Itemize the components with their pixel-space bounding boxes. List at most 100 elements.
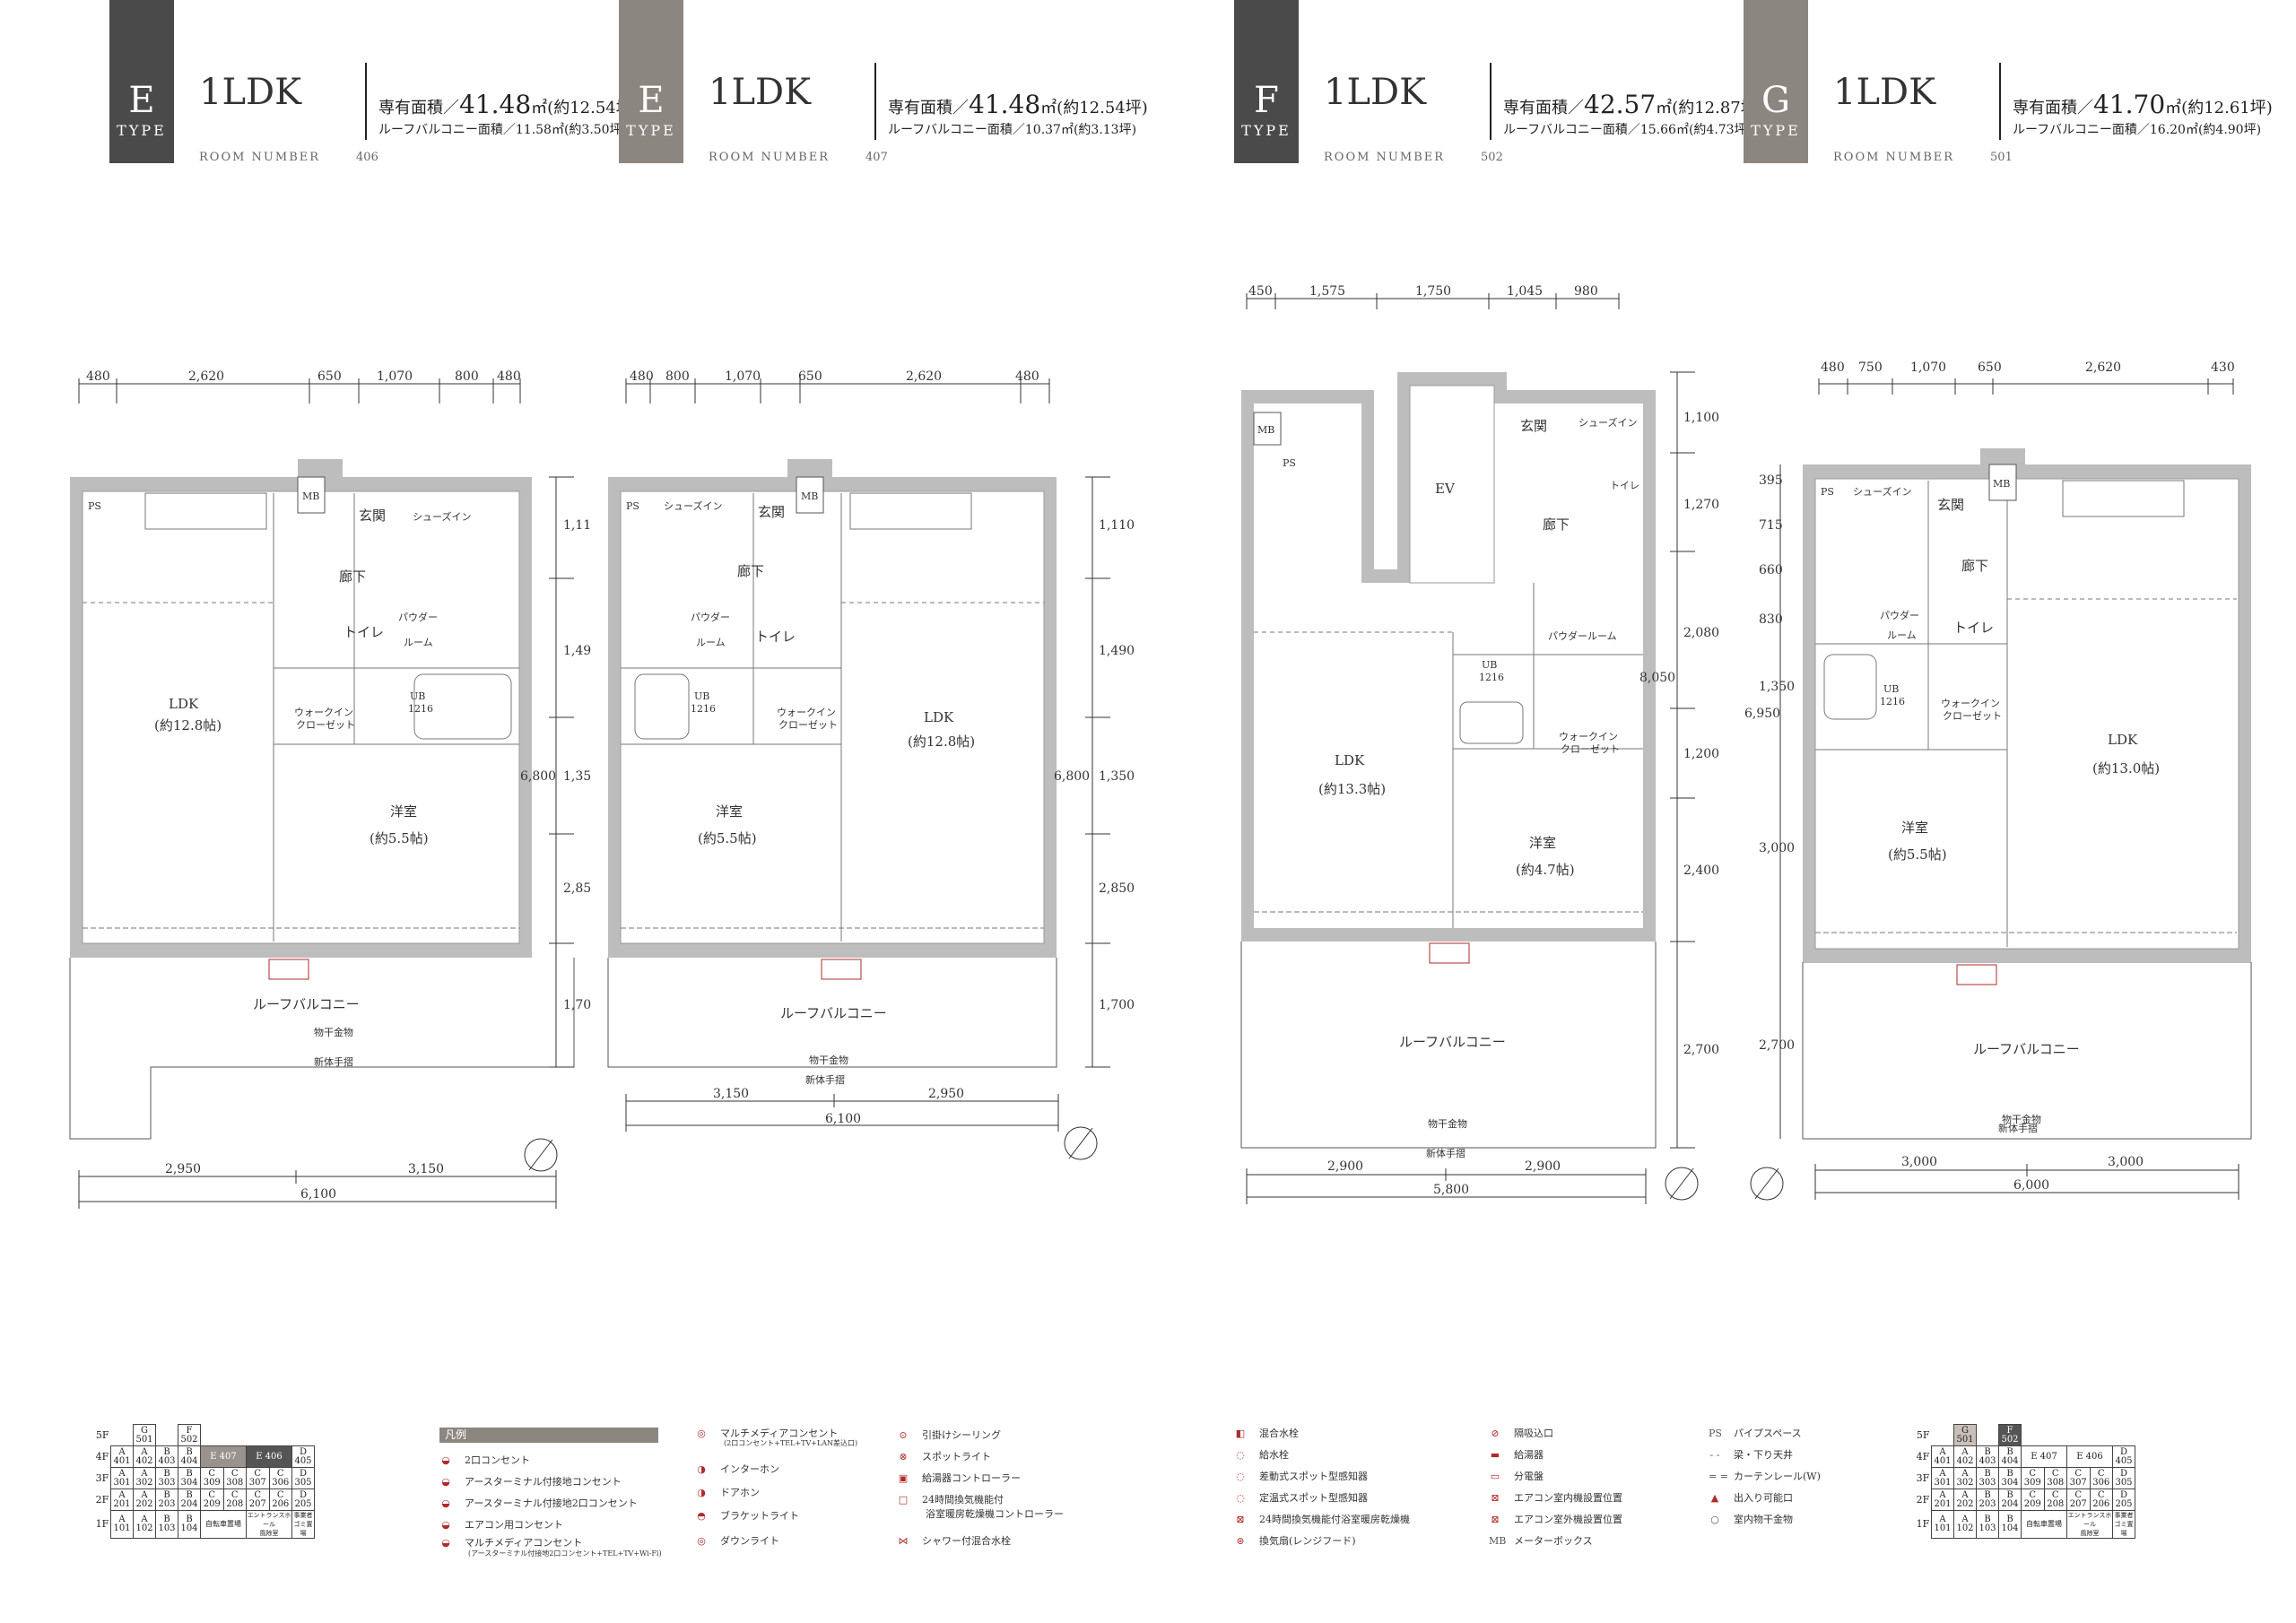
walls <box>1803 448 2251 963</box>
unit-cell: B 403 <box>155 1445 178 1468</box>
mixing-faucet-icon: ◧ <box>1235 1428 1246 1439</box>
divider <box>1999 63 2001 140</box>
dim-total: 6,950 <box>1744 707 1780 721</box>
north-compass-f502 <box>1665 1167 1699 1201</box>
interior-east <box>1494 404 1643 583</box>
fixed-temp-detector-icon: ◌ <box>1236 1492 1245 1504</box>
powder-label: パウダー <box>398 611 438 623</box>
dim: 3,000 <box>1759 841 1794 855</box>
hall-label: 廊下 <box>1961 558 1988 574</box>
western-label: 洋室 <box>390 803 417 820</box>
powder-label: パウダー <box>1880 609 1919 621</box>
access-triangle-icon: ▲ <box>1710 1492 1719 1504</box>
divider <box>874 63 876 140</box>
closet-label: クローゼット <box>296 719 355 731</box>
dim: 800 <box>455 369 479 384</box>
layout-label: 1LDK <box>1833 72 1935 113</box>
dim: 3,000 <box>1901 1155 1937 1169</box>
unit-cell: B 404 <box>178 1445 201 1468</box>
ps-label: PS <box>1283 457 1296 469</box>
dim: 1,270 <box>1683 498 1719 512</box>
entrance-label: 玄関 <box>1520 418 1547 434</box>
dim: 3,000 <box>2108 1155 2144 1169</box>
dim: 450 <box>1248 284 1273 299</box>
multimedia-outlet-icon: ◒ <box>441 1537 450 1549</box>
ps-label: PS <box>1821 486 1834 498</box>
dim: 2,700 <box>1759 1038 1794 1053</box>
entrance-label: 玄関 <box>758 504 785 520</box>
walkin-label: ウォークイン <box>1559 731 1618 742</box>
downlight-icon: ◎ <box>697 1535 706 1547</box>
room-label: ルーム <box>696 637 726 648</box>
ev-label: EV <box>1435 481 1456 497</box>
partitions <box>83 492 519 942</box>
unit-cell-highlight: E 406 <box>246 1445 292 1468</box>
partitions <box>1815 480 2237 947</box>
earth-outlet-icon: ◒ <box>441 1476 450 1488</box>
dim: 2,620 <box>906 369 942 384</box>
top-dimensions <box>78 378 521 404</box>
toilet-label: トイレ <box>1610 480 1639 491</box>
hall-label: 廊下 <box>339 568 366 585</box>
unit-cell: A 401 <box>110 1445 134 1468</box>
ldk-label: LDK <box>1335 752 1365 768</box>
dim: 1,110 <box>1099 518 1135 533</box>
balcony-outline <box>607 958 1057 1068</box>
western-size: (約5.5帖) <box>698 830 757 846</box>
dim: 2,700 <box>1683 1043 1719 1057</box>
bottom-dimensions <box>1814 1164 2239 1200</box>
western-label: 洋室 <box>716 803 743 820</box>
dim: 2,850 <box>563 881 592 896</box>
partitions <box>621 492 1044 942</box>
area: 専有面積／41.48㎡(約12.54坪) <box>378 90 639 119</box>
balcony-area: ルーフバルコニー面積／16.20㎡(約4.90坪) <box>2013 123 2262 137</box>
multimedia-outlet-icon: ◎ <box>697 1428 706 1439</box>
water-heater-icon: ▬ <box>1490 1449 1500 1461</box>
balcony-label: ルーフバルコニー <box>253 996 360 1012</box>
balcony-label: ルーフバルコニー <box>1399 1034 1506 1050</box>
hall-label: 廊下 <box>737 563 764 579</box>
doorphone-icon: ◑ <box>697 1487 706 1498</box>
intercom-icon: ◑ <box>697 1463 706 1475</box>
dim: 660 <box>1759 563 1783 577</box>
dim: 650 <box>317 369 342 384</box>
walls <box>608 459 1057 958</box>
north-compass-e407 <box>1064 1126 1098 1160</box>
dim: 2,900 <box>1525 1159 1561 1174</box>
shoes-label: シューズイン <box>1578 416 1637 429</box>
hanger-label: 物干金物 <box>809 1054 848 1066</box>
powder-label: パウダー <box>691 611 730 623</box>
dim: 1,100 <box>1683 411 1719 425</box>
western-label: 洋室 <box>1529 835 1556 851</box>
shoes-label: シューズイン <box>413 510 471 523</box>
floorplan-e407: 480 800 1,070 650 2,620 480 MB PS LDK (約… <box>607 369 1135 1132</box>
rail-label: 新体手摺 <box>1426 1147 1465 1159</box>
floor-label: 5F <box>95 1428 109 1441</box>
north-compass-g501 <box>1750 1167 1784 1201</box>
ldk-size: (約12.8帖) <box>154 717 222 733</box>
dim: 1,490 <box>563 644 592 658</box>
balcony-outline <box>69 958 575 1140</box>
right-dimensions <box>549 476 574 1068</box>
ps-label: PS <box>88 500 101 512</box>
ldk-size: (約13.3帖) <box>1318 781 1386 797</box>
north-compass <box>524 1138 558 1172</box>
room-label: ルーム <box>404 637 433 648</box>
balcony-label: ルーフバルコニー <box>780 1005 887 1021</box>
partitions <box>1254 583 1643 928</box>
dim: 2,850 <box>1099 881 1135 896</box>
bottom-dimensions <box>78 1170 557 1209</box>
dim: 2,950 <box>165 1162 201 1176</box>
balcony-area: ルーフバルコニー面積／15.66㎡(約4.73坪) <box>1503 123 1752 137</box>
closet-label: クローゼット <box>1561 743 1620 755</box>
dim: 1,070 <box>377 369 413 384</box>
ac-outdoor-icon: ⊠ <box>1491 1514 1500 1525</box>
shower-faucet-icon: ⋈ <box>898 1535 909 1547</box>
